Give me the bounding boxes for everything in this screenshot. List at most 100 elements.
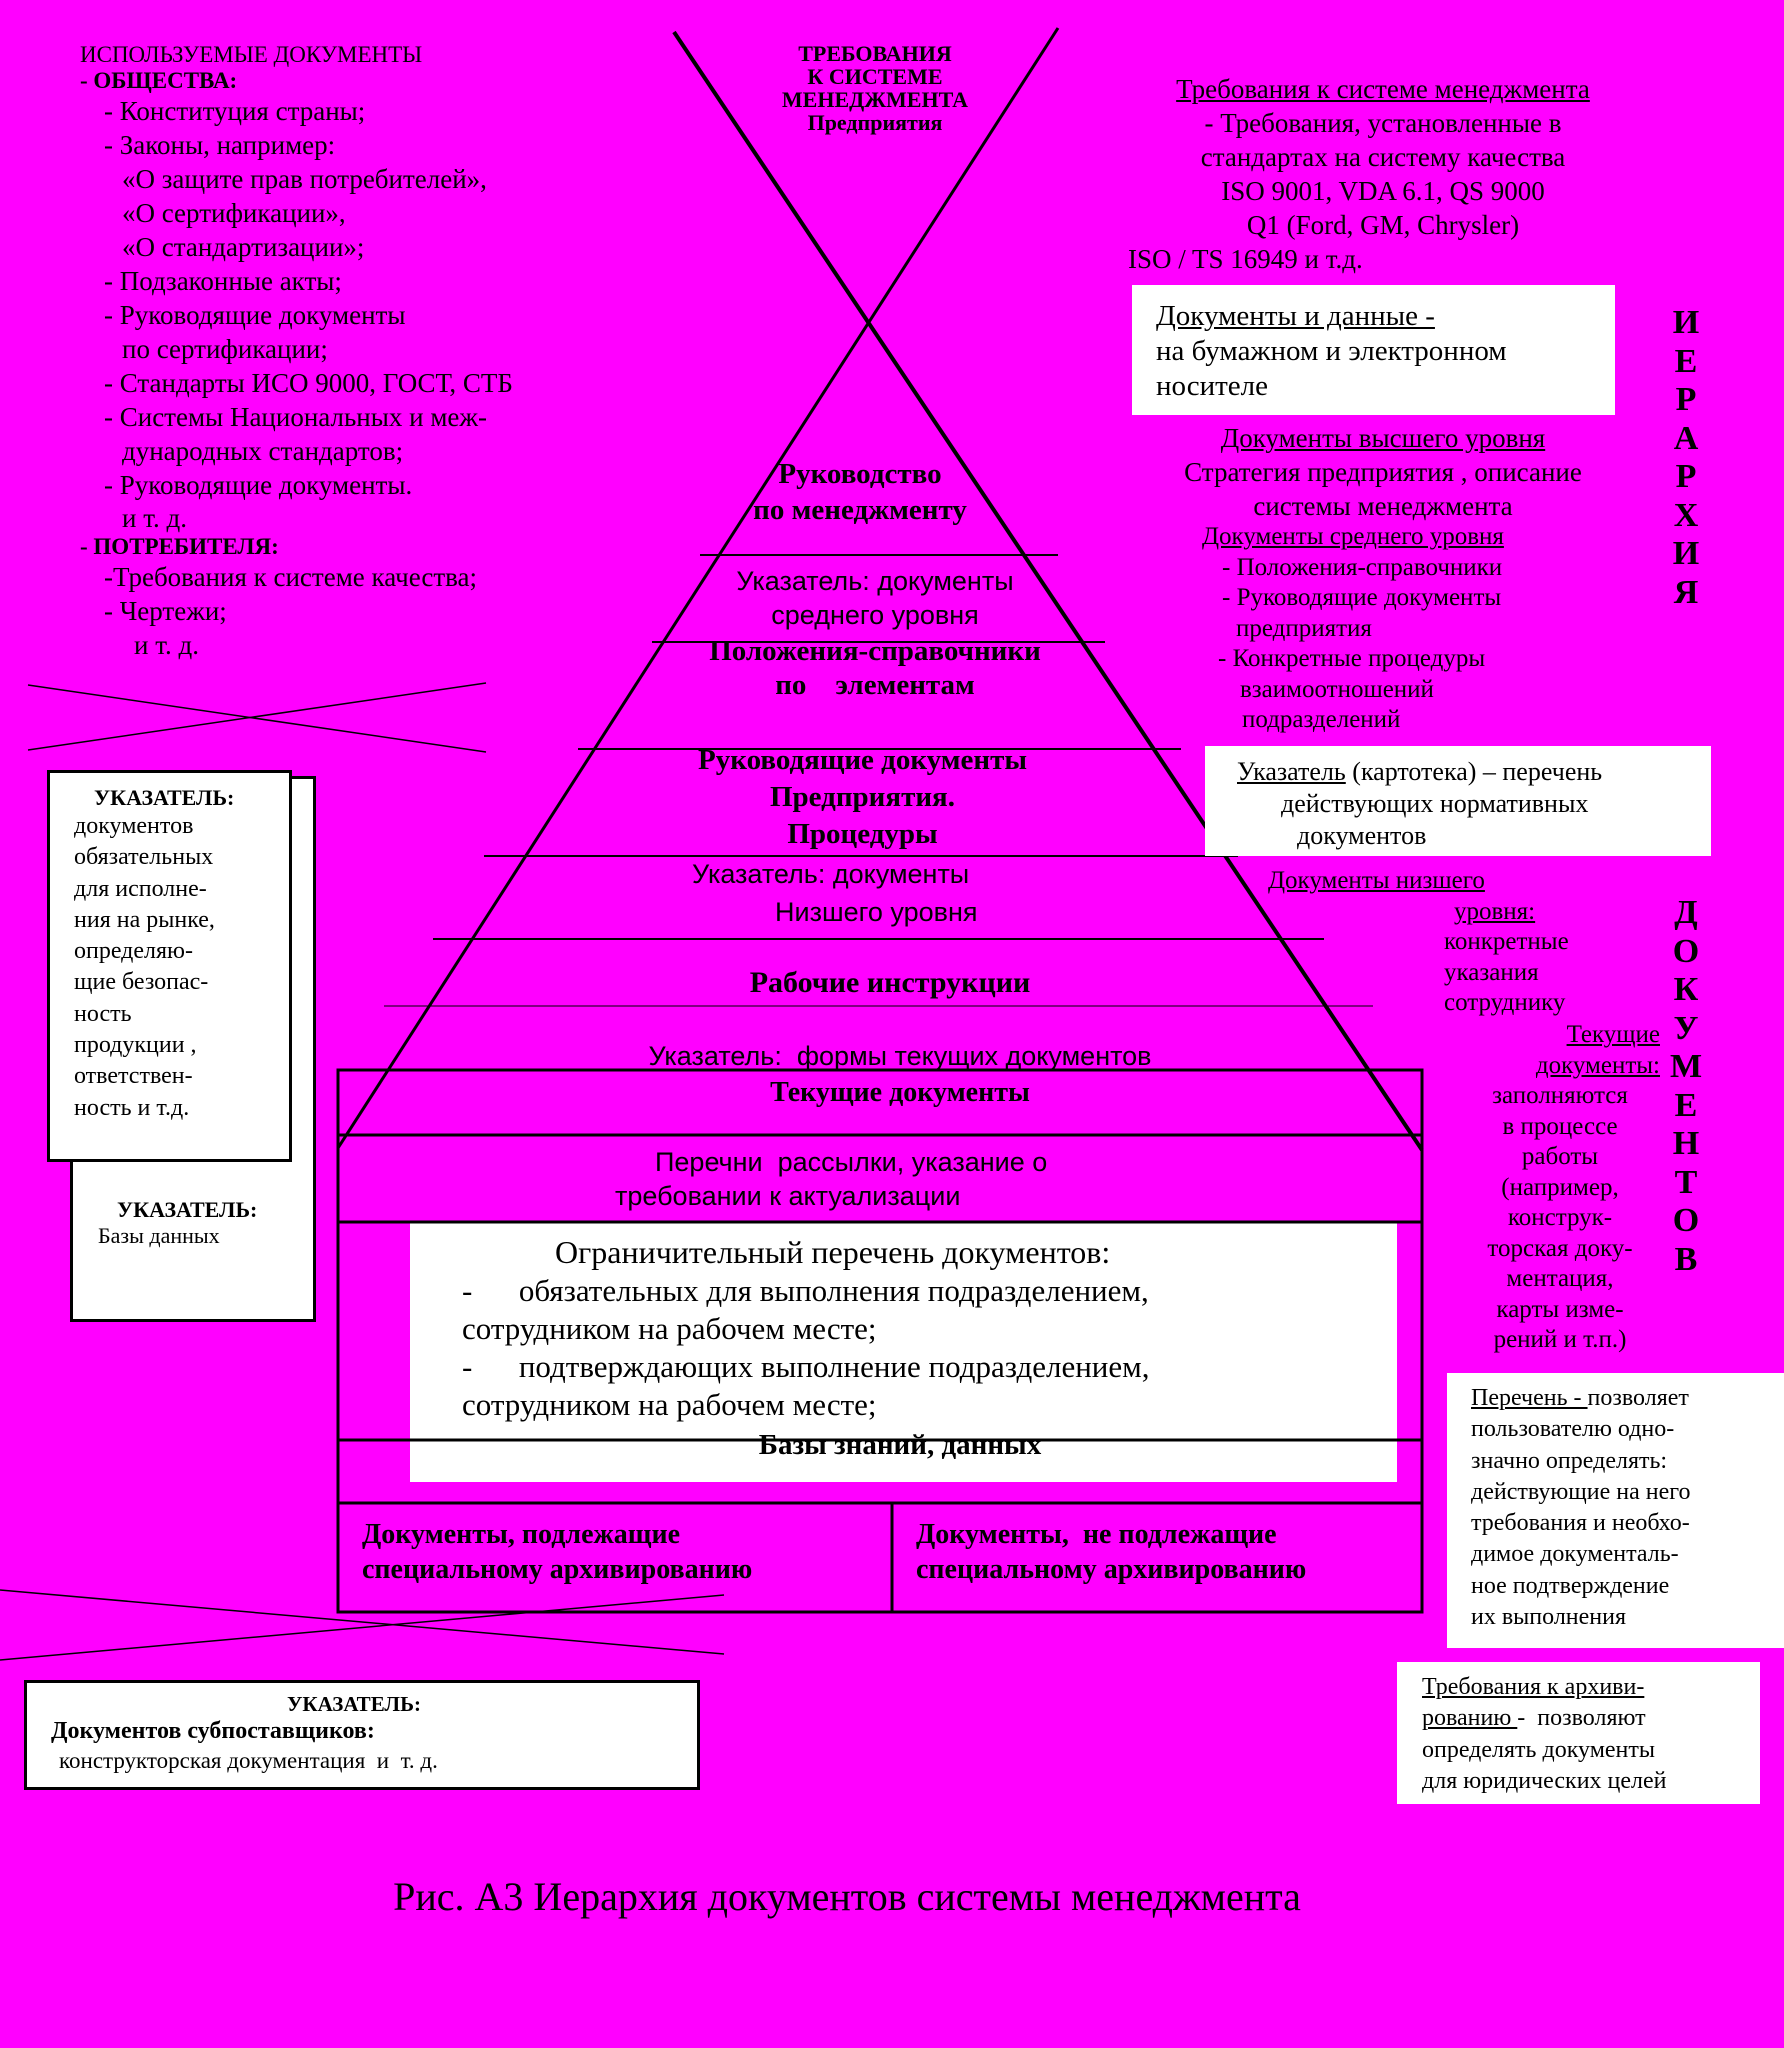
list-explanation-line: ное подтверждение xyxy=(1471,1572,1670,1599)
level-text: Положения-справочники xyxy=(709,635,1041,667)
current-docs-line: (например, xyxy=(1501,1173,1619,1201)
top-level-line: системы менеджмента xyxy=(1253,491,1513,521)
market-index-card: УКАЗАТЕЛЬ: документов обязательных для и… xyxy=(47,770,292,1162)
pyramid-base-frame xyxy=(336,1068,1424,1614)
level-text: Руководство xyxy=(778,458,942,490)
low-level-line: сотруднику xyxy=(1444,989,1566,1016)
current-docs-line: в процессе xyxy=(1502,1112,1618,1140)
limited-list-line: - подтверждающих выполнение подразделени… xyxy=(462,1349,1150,1384)
society-item: - Руководящие документы. xyxy=(104,470,413,500)
level-current-docs: Текущие документы xyxy=(770,1077,1030,1108)
apex-title: ТРЕБОВАНИЯ К СИСТЕМЕ МЕНЕДЖМЕНТА Предпри… xyxy=(740,42,1010,134)
market-index-title: УКАЗАТЕЛЬ: xyxy=(94,785,235,810)
consumer-item: и т. д. xyxy=(134,630,199,660)
apex-title-line: Предприятия xyxy=(807,110,943,135)
list-explanation-line: позволяет xyxy=(1587,1385,1689,1411)
apex-title-line: К СИСТЕМЕ xyxy=(807,64,943,89)
mid-level-line: - Конкретные процедуры xyxy=(1218,645,1486,672)
docs-data-line: носителе xyxy=(1156,370,1269,402)
letter: Я xyxy=(1673,573,1699,611)
level-text: среднего уровня xyxy=(771,600,979,630)
level-text: по элементам xyxy=(775,669,975,701)
level-management-manual: Руководство по менеджменту xyxy=(660,456,1060,528)
archive-req-line: определять документы xyxy=(1422,1736,1656,1763)
management-requirements-block: Требования к системе менеджмента - Требо… xyxy=(1128,72,1638,276)
society-item: дународных стандартов; xyxy=(122,436,404,466)
list-explanation-line: требования и необхо- xyxy=(1471,1510,1690,1537)
used-documents-block: ИСПОЛЬЗУЕМЫЕ ДОКУМЕНТЫ - ОБЩЕСТВА: - Кон… xyxy=(80,42,513,662)
society-item: - Системы Национальных и меж- xyxy=(104,402,488,432)
list-explanation-line: димое документаль- xyxy=(1471,1541,1679,1568)
market-index-line: обязательных xyxy=(74,844,214,871)
society-item: - Стандарты ИСО 9000, ГОСТ, СТБ xyxy=(104,368,513,398)
society-item: и т. д. xyxy=(122,503,187,533)
level-text: Низшего уровня xyxy=(775,897,978,927)
figure-caption: Рис. А3 Иерархия документов системы мене… xyxy=(393,1874,1301,1919)
archive-req-line: - позволяют xyxy=(1517,1705,1646,1732)
cross-left-b xyxy=(27,682,487,751)
list-explanation-box: Перечень - позволяет пользователю одно- … xyxy=(1447,1373,1784,1648)
letter: Р xyxy=(1675,381,1697,418)
list-explanation-line: пользователю одно- xyxy=(1471,1416,1675,1443)
archive-req-title: рованию xyxy=(1422,1705,1518,1732)
archive-yes-text: Документы, подлежащие xyxy=(362,1519,681,1550)
letter: Е xyxy=(1674,342,1698,380)
level-text: Руководящие документы xyxy=(698,744,1027,776)
low-level-title: Документы низшего xyxy=(1268,867,1485,894)
letter: У xyxy=(1673,1009,1699,1047)
vertical-word-documents: Д О К У М Е Н Т О В xyxy=(1666,894,1706,1279)
db-index-title: УКАЗАТЕЛЬ: xyxy=(117,1197,258,1222)
letter: К xyxy=(1673,971,1699,1008)
low-level-line: указания xyxy=(1444,958,1539,986)
archive-requirements-box: Требования к архиви- рованию - позволяют… xyxy=(1397,1662,1760,1804)
list-explanation-title: Перечень - xyxy=(1471,1385,1588,1411)
level-work-instructions: Рабочие инструкции xyxy=(749,966,1031,999)
mid-level-line: предприятия xyxy=(1236,614,1372,642)
letter: В xyxy=(1674,1240,1698,1278)
requirements-line: ISO 9001, VDA 6.1, QS 9000 xyxy=(1221,176,1545,206)
knowledge-bases: Базы знаний, данных xyxy=(758,1429,1042,1461)
society-item: по сертификации; xyxy=(122,334,328,364)
archive-req-line: для юридических целей xyxy=(1422,1767,1667,1794)
market-index-line: определяю- xyxy=(74,938,193,965)
limited-list-title: Ограничительный перечень документов: xyxy=(555,1234,1111,1270)
list-explanation-line: их выполнения xyxy=(1471,1604,1627,1631)
market-index-line: щие безопас- xyxy=(74,969,209,996)
letter: Н xyxy=(1672,1125,1700,1162)
limited-list-block: Ограничительный перечень документов: - о… xyxy=(462,1232,1150,1424)
mid-level-line: подразделений xyxy=(1242,706,1401,733)
consumer-item: -Требования к системе качества; xyxy=(104,562,478,592)
letter: И xyxy=(1672,535,1700,572)
limited-list-line: - обязательных для выполнения подразделе… xyxy=(462,1273,1149,1308)
low-level-line: конкретные xyxy=(1444,928,1569,955)
market-index-line: для исполне- xyxy=(74,875,207,902)
market-index-line: ность xyxy=(74,1000,132,1027)
market-index-line: документов xyxy=(74,813,194,839)
society-item: - Подзаконные акты; xyxy=(104,266,342,296)
requirements-line: стандартах на систему качества xyxy=(1200,142,1566,172)
archive-no-text: Документы, не подлежащие xyxy=(916,1519,1277,1550)
docs-data-box: Документы и данные - на бумажном и элект… xyxy=(1132,285,1615,415)
letter: Р xyxy=(1675,458,1697,495)
letter: Д xyxy=(1674,894,1698,931)
current-docs-line: карты изме- xyxy=(1496,1295,1624,1323)
society-label: - ОБЩЕСТВА: xyxy=(80,68,238,93)
cross-left-a xyxy=(27,684,487,753)
level-index-forms: Указатель: формы текущих документов xyxy=(648,1041,1152,1071)
vertical-word-hierarchy: И Е Р А Р Х И Я xyxy=(1666,304,1706,612)
letter: М xyxy=(1669,1048,1703,1085)
market-index-line: продукции , xyxy=(74,1032,197,1059)
pyramid-left-edge xyxy=(336,27,1060,1149)
requirements-line: ISO / TS 16949 и т.д. xyxy=(1128,244,1363,274)
archive-no-text: специальному архивированию xyxy=(916,1554,1307,1585)
db-index-line: Базы данных xyxy=(98,1223,220,1248)
mid-level-title: Документы среднего уровня xyxy=(1202,523,1504,550)
archive-req-title: Требования к архиви- xyxy=(1422,1674,1645,1700)
mid-level-docs-block: Документы среднего уровня - Положения-сп… xyxy=(1202,522,1504,736)
subsupplier-line: Документов субпоставщиков: xyxy=(51,1718,375,1744)
society-item: - Конституция страны; xyxy=(104,96,366,126)
market-index-line: ность и т.д. xyxy=(74,1094,190,1121)
level-text: Указатель: документы xyxy=(736,566,1014,596)
mid-level-line: взаимоотношений xyxy=(1240,675,1434,703)
